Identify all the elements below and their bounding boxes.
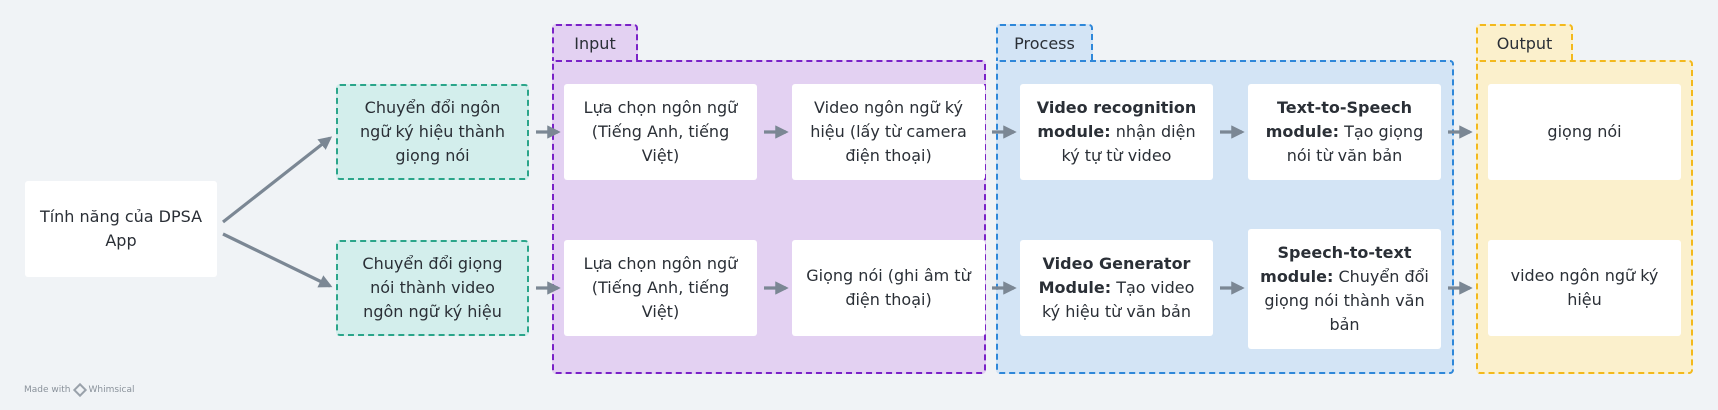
feature-label: Chuyển đổi giọng nói thành video ngôn ng… bbox=[362, 254, 503, 321]
input-group-title: Input bbox=[574, 34, 616, 53]
feature-label: Chuyển đổi ngôn ngữ ký hiệu thành giọng … bbox=[360, 98, 505, 165]
watermark[interactable]: Made with Whimsical bbox=[24, 382, 135, 398]
node-bold: Speech-to-text module: bbox=[1260, 243, 1412, 286]
node-label: Giọng nói (ghi âm từ điện thoại) bbox=[806, 266, 971, 309]
node-text: nhận diện ký tự từ video bbox=[1061, 122, 1196, 165]
node-label: Lựa chọn ngôn ngữ (Tiếng Anh, tiếng Việt… bbox=[583, 98, 738, 165]
output-group-tab: Output bbox=[1476, 24, 1573, 61]
output-sign-video[interactable]: video ngôn ngữ ký hiệu bbox=[1488, 240, 1681, 336]
process-speech-to-text[interactable]: Speech-to-text module: Chuyển đổi giọng … bbox=[1248, 229, 1441, 349]
node-label: Video recognition module: nhận diện ký t… bbox=[1030, 96, 1203, 168]
root-node[interactable]: Tính năng của DPSA App bbox=[25, 181, 217, 277]
node-label: Speech-to-text module: Chuyển đổi giọng … bbox=[1258, 241, 1431, 337]
node-label: Lựa chọn ngôn ngữ (Tiếng Anh, tiếng Việt… bbox=[583, 254, 738, 321]
input-voice-recording[interactable]: Giọng nói (ghi âm từ điện thoại) bbox=[792, 240, 985, 336]
process-video-recognition[interactable]: Video recognition module: nhận diện ký t… bbox=[1020, 84, 1213, 180]
process-group-tab: Process bbox=[996, 24, 1093, 61]
node-text: Tạo video ký hiệu từ văn bản bbox=[1041, 278, 1195, 321]
input-group-tab: Input bbox=[552, 24, 638, 61]
output-group-title: Output bbox=[1496, 34, 1553, 53]
brand-label: Whimsical bbox=[88, 385, 135, 395]
feature-sign-to-speech[interactable]: Chuyển đổi ngôn ngữ ký hiệu thành giọng … bbox=[336, 84, 529, 180]
node-text: Tạo giọng nói từ văn bản bbox=[1286, 122, 1424, 165]
input-sign-video[interactable]: Video ngôn ngữ ký hiệu (lấy từ camera đi… bbox=[792, 84, 985, 180]
whimsical-logo-icon bbox=[72, 382, 87, 398]
connector-root-to-feature-1 bbox=[222, 136, 333, 224]
process-video-generator[interactable]: Video Generator Module: Tạo video ký hiệ… bbox=[1020, 240, 1213, 336]
made-with-label: Made with bbox=[24, 385, 71, 395]
root-label: Tính năng của DPSA App bbox=[39, 207, 203, 250]
input-language-select-1[interactable]: Lựa chọn ngôn ngữ (Tiếng Anh, tiếng Việt… bbox=[564, 84, 757, 180]
process-group-title: Process bbox=[1014, 34, 1075, 53]
connector-root-to-feature-2 bbox=[222, 232, 333, 288]
feature-speech-to-sign[interactable]: Chuyển đổi giọng nói thành video ngôn ng… bbox=[336, 240, 529, 336]
node-label: Video ngôn ngữ ký hiệu (lấy từ camera đi… bbox=[810, 98, 967, 165]
output-voice[interactable]: giọng nói bbox=[1488, 84, 1681, 180]
node-label: video ngôn ngữ ký hiệu bbox=[1510, 266, 1659, 309]
node-bold: Video recognition module: bbox=[1036, 98, 1197, 141]
process-text-to-speech[interactable]: Text-to-Speech module: Tạo giọng nói từ … bbox=[1248, 84, 1441, 180]
node-bold: Video Generator Module: bbox=[1038, 254, 1191, 297]
input-language-select-2[interactable]: Lựa chọn ngôn ngữ (Tiếng Anh, tiếng Việt… bbox=[564, 240, 757, 336]
node-bold: Text-to-Speech module: bbox=[1265, 98, 1413, 141]
node-label: Text-to-Speech module: Tạo giọng nói từ … bbox=[1258, 96, 1431, 168]
node-label: Video Generator Module: Tạo video ký hiệ… bbox=[1030, 252, 1203, 324]
node-label: giọng nói bbox=[1547, 122, 1622, 141]
node-text: Chuyển đổi giọng nói thành văn bản bbox=[1264, 267, 1429, 334]
